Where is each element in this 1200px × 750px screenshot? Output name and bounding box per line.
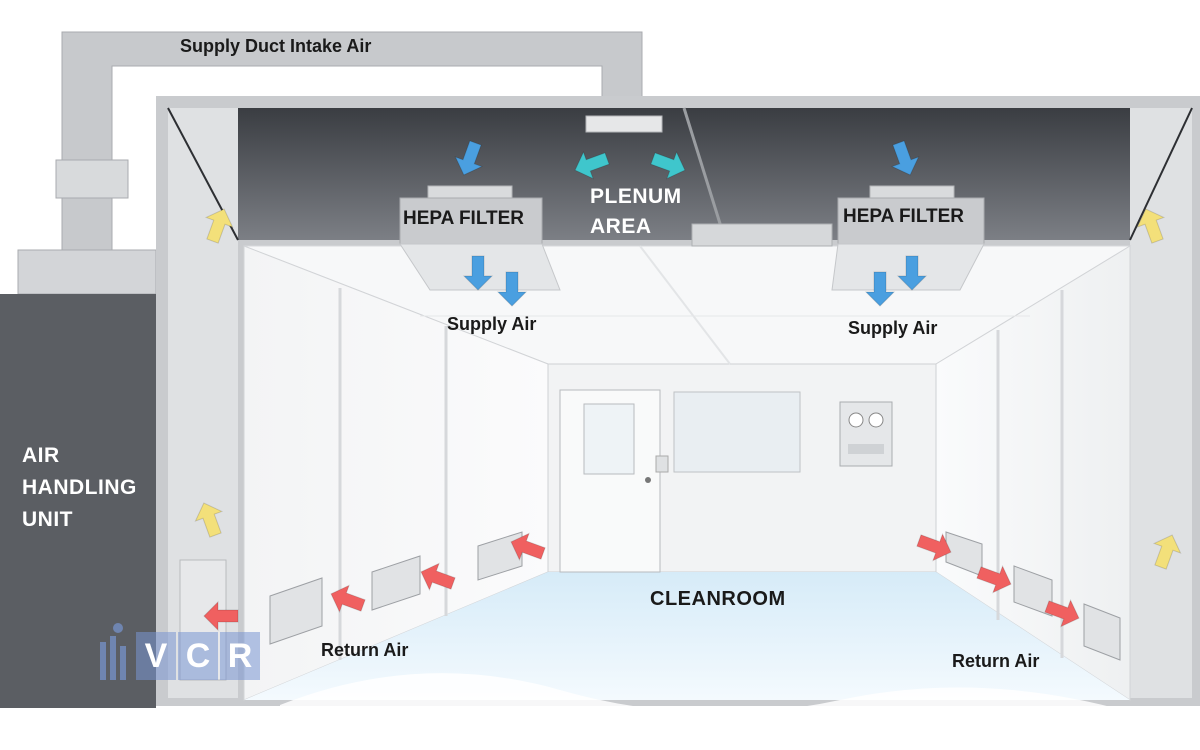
supply-arrow-right-2	[896, 255, 928, 291]
supply-arrow-left-1	[462, 255, 494, 291]
return-air-left-label: Return Air	[321, 640, 409, 660]
ahu-label-line2: HANDLING	[22, 476, 137, 499]
air-handling-unit	[0, 294, 156, 708]
wall-gauge-panel	[839, 401, 893, 467]
logo-letter-v: V	[136, 632, 176, 680]
plenum-label-line2: AREA	[590, 215, 652, 238]
cleanroom-interior	[243, 245, 1132, 750]
hepa-filter-right	[831, 185, 985, 291]
vcr-logo: V C R	[96, 622, 260, 682]
hepa-filter-left-label: HEPA FILTER	[403, 208, 525, 229]
supply-duct	[17, 31, 643, 295]
supply-air-right-label: Supply Air	[848, 318, 938, 338]
cleanroom-label: CLEANROOM	[650, 588, 786, 610]
return-arrow-left-1	[203, 600, 239, 632]
supply-duct-label: Supply Duct Intake Air	[180, 36, 372, 56]
intake-arrow-right-upper	[1136, 208, 1166, 244]
return-arrow-left-4	[510, 532, 546, 562]
plenum-arrow-teal-right	[650, 150, 686, 180]
intake-arrow-left-upper	[204, 208, 234, 244]
hepa-filter-right-label: HEPA FILTER	[843, 206, 965, 227]
plenum-arrow-teal-left	[574, 150, 610, 180]
return-arrow-right-1	[916, 532, 952, 562]
intake-arrow-left-lower	[194, 502, 224, 538]
return-arrow-right-3	[1044, 598, 1080, 628]
ceiling-light-panel	[691, 223, 833, 247]
logo-letter-r: R	[220, 632, 260, 680]
ahu-label-line3: UNIT	[22, 508, 73, 531]
supply-arrow-left-2	[496, 271, 528, 307]
cleanroom-window	[673, 391, 801, 473]
air-handling-unit-label: AIR HANDLING UNIT	[22, 440, 137, 536]
return-grilles-right	[945, 531, 1121, 661]
intake-arrow-right-lower	[1152, 534, 1182, 570]
logo-figure-icon	[100, 623, 126, 680]
logo-letter-c: C	[178, 632, 218, 680]
plenum-arrow-left	[454, 140, 484, 176]
return-air-right-label: Return Air	[952, 651, 1040, 671]
cleanroom-door	[559, 389, 669, 573]
return-arrow-left-2	[330, 584, 366, 614]
return-grilles-left	[269, 531, 523, 645]
ahu-label-line1: AIR	[22, 444, 60, 467]
plenum-area-label: PLENUM AREA	[590, 182, 682, 242]
return-arrow-right-2	[976, 564, 1012, 594]
supply-air-left-label: Supply Air	[447, 314, 537, 334]
supply-arrow-right-1	[864, 271, 896, 307]
plenum-arrow-right	[890, 140, 920, 176]
plenum-label-line1: PLENUM	[590, 185, 682, 208]
airflow-arrows	[194, 140, 1182, 632]
return-arrow-left-3	[420, 562, 456, 592]
